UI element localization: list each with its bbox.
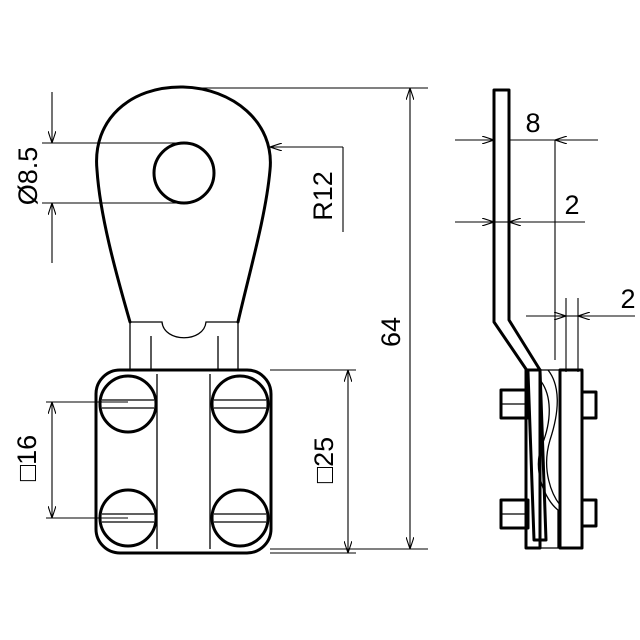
dimension-outer-square: □25 [270, 369, 356, 554]
side-clamp-plate-left [524, 368, 542, 550]
total-length-label: 64 [376, 317, 406, 347]
screw-top-left [98, 374, 158, 434]
outer-square-label: □25 [309, 437, 339, 483]
lug-hole [152, 141, 216, 205]
lug-eye-outline [95, 85, 272, 324]
side-clamp-plate-right [558, 368, 584, 550]
diameter-label: Ø8.5 [13, 147, 43, 206]
dimension-strap-width: 8 [455, 108, 598, 360]
clamp-body [94, 368, 273, 555]
dimension-radius: R12 [270, 147, 344, 232]
strap-thickness-label: 2 [564, 190, 579, 220]
side-nut-bottom [580, 498, 598, 528]
side-view [492, 88, 598, 550]
dimension-strap-thickness: 2 [455, 190, 585, 222]
strap-profile [492, 88, 548, 542]
inner-square-label: □16 [12, 435, 42, 481]
lug-neck [129, 321, 239, 370]
plate-thickness-label: 2 [620, 284, 635, 314]
front-view [94, 85, 273, 555]
dimension-inner-square: □16 [12, 401, 128, 519]
radius-label: R12 [308, 171, 338, 221]
strap-width-label: 8 [525, 108, 540, 138]
dimension-plate-thickness: 2 [526, 284, 636, 372]
screw-top-right [210, 374, 270, 434]
dimension-total-length: 64 [188, 87, 428, 550]
screw-bottom-right [210, 488, 270, 548]
dimension-diameter: Ø8.5 [13, 92, 180, 263]
side-nut-top [580, 390, 598, 420]
